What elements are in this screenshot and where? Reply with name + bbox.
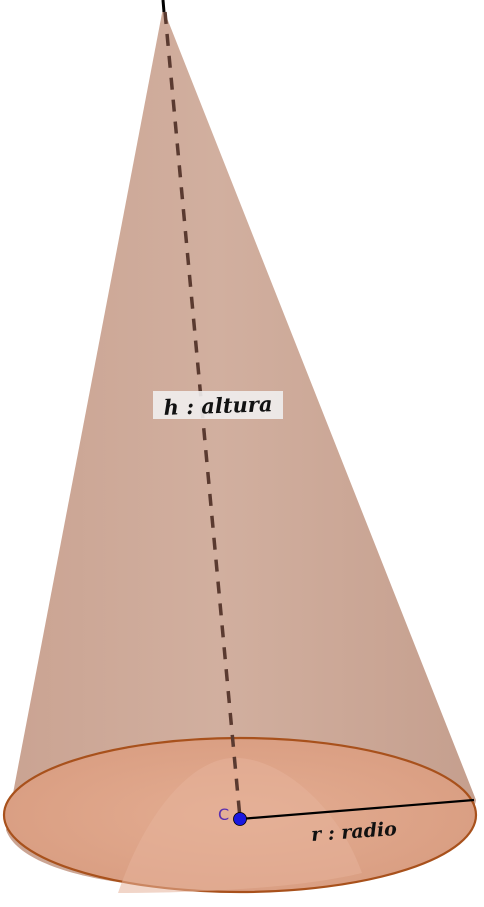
cone-surface [6, 8, 476, 889]
height-label: h : altura [163, 391, 273, 420]
height-label-bg [153, 391, 283, 419]
center-point[interactable] [233, 812, 247, 826]
center-point-label: C [218, 805, 229, 824]
apex-mark [161, 0, 166, 13]
radius-line [239, 798, 475, 821]
